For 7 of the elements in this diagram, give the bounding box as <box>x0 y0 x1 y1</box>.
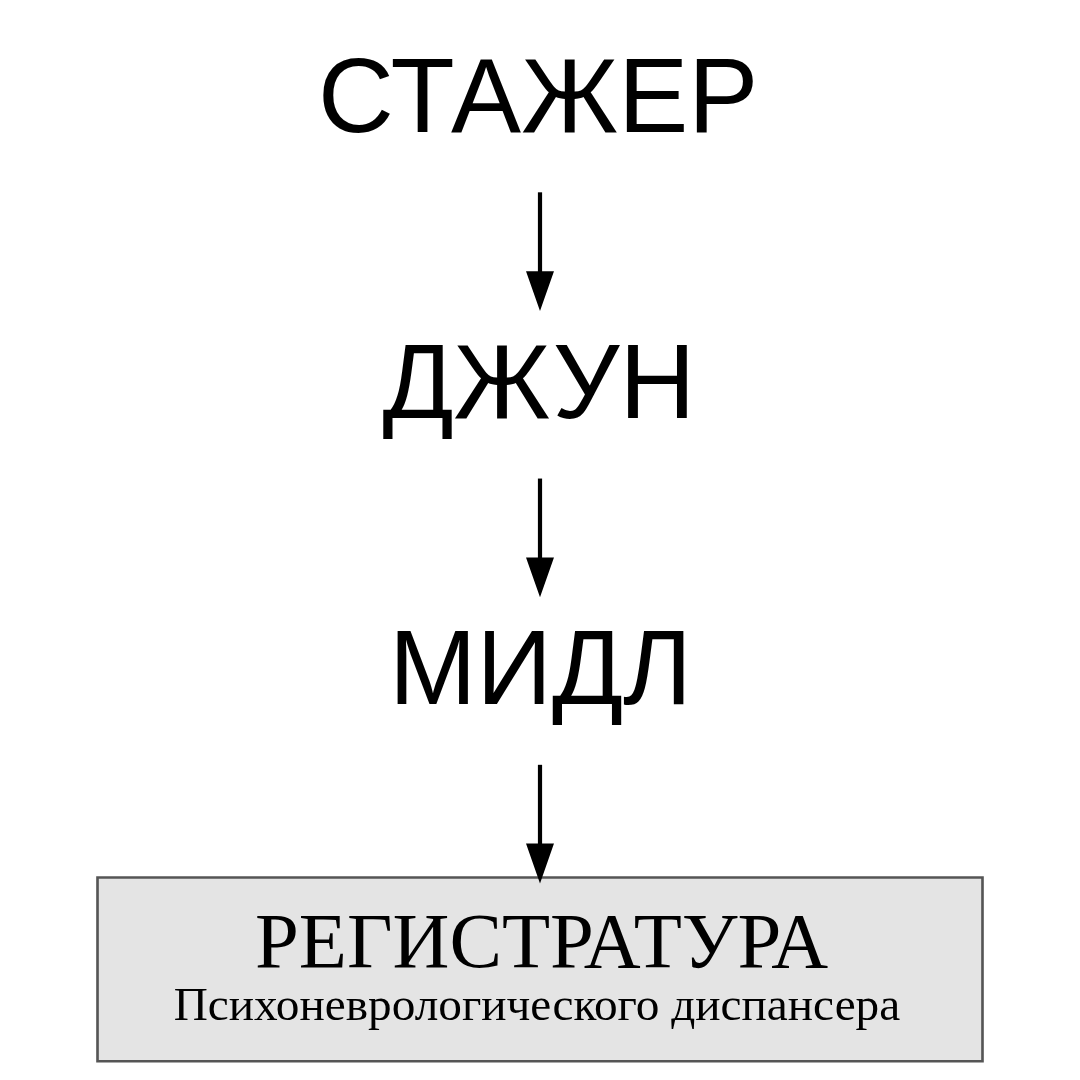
node-text: ДЖУН <box>382 322 696 440</box>
arrow <box>526 764 554 884</box>
arrow <box>526 192 554 312</box>
node-text: СТАЖЕР <box>318 36 759 154</box>
arrow <box>526 478 554 598</box>
node-text: МИДЛ <box>389 609 693 727</box>
node-box: РЕГИСТРАТУРА Психоневрологического диспансера <box>96 876 984 1063</box>
